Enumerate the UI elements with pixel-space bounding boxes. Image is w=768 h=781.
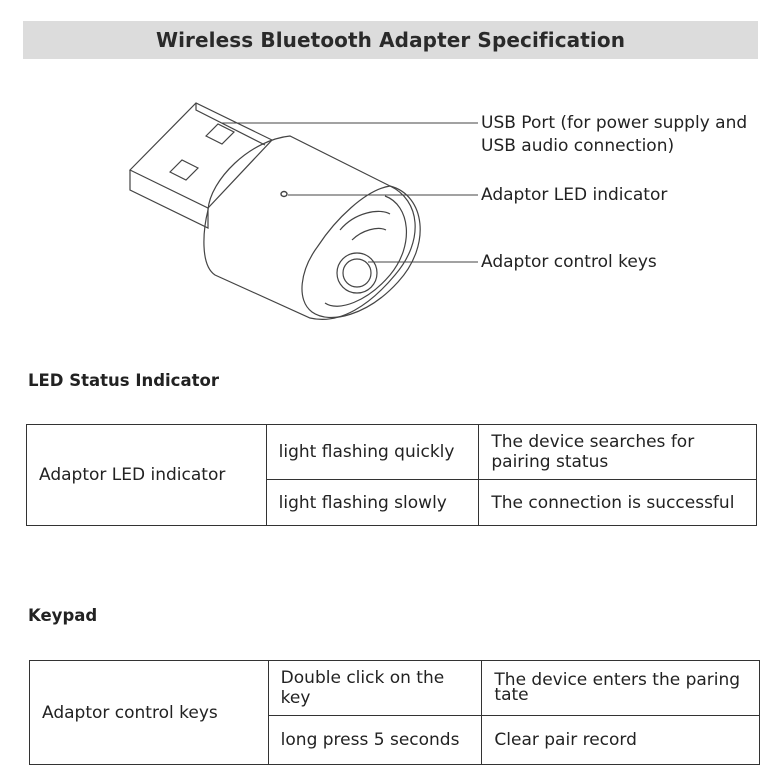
keypad-result-1-line1: The device enters the paring [494, 670, 741, 690]
keypad-action-1: Double click on the key [267, 660, 483, 716]
led-action-2: light flashing slowly [265, 479, 480, 526]
usb-plug-shell [128, 102, 273, 209]
title-bar: Wireless Bluetooth Adapter Specification [23, 21, 758, 59]
adapter-illustration [128, 102, 478, 320]
callout-usb-port: USB Port (for power supply and USB audio… [481, 112, 747, 158]
callout-keys: Adaptor control keys [481, 252, 657, 272]
callout-usb-port-line2: USB audio connection) [481, 136, 675, 156]
table-row: Adaptor control keys Double click on the… [29, 660, 760, 765]
keypad-table: Adaptor control keys Double click on the… [29, 660, 760, 765]
callout-usb-port-line1: USB Port (for power supply and [481, 113, 748, 133]
table-row: Adaptor LED indicator light flashing qui… [26, 424, 757, 526]
keypad-row-label: Adaptor control keys [29, 660, 269, 765]
led-result-2: The connection is successful [478, 479, 757, 526]
led-result-1-line2: pairing status [491, 452, 609, 472]
led-result-1-line1: The device searches for [491, 432, 695, 452]
keypad-result-1: The device enters the paring tate [481, 660, 760, 716]
control-key [336, 252, 378, 294]
keypad-section-heading: Keypad [28, 606, 98, 625]
keypad-action-2: long press 5 seconds [267, 715, 483, 765]
callout-led: Adaptor LED indicator [481, 185, 668, 205]
keypad-result-1-line2: tate [494, 685, 529, 705]
usb-contact-2 [168, 159, 200, 181]
adapter-end-cap [301, 185, 421, 319]
led-status-table: Adaptor LED indicator light flashing qui… [26, 424, 757, 526]
led-result-1: The device searches for pairing status [478, 424, 757, 480]
led-dot [280, 190, 288, 198]
led-action-1: light flashing quickly [265, 424, 480, 480]
keypad-result-2: Clear pair record [481, 715, 760, 765]
table-row: long press 5 seconds Clear pair record [30, 715, 760, 765]
table-row: light flashing slowly The connection is … [27, 479, 757, 526]
led-row-label: Adaptor LED indicator [26, 424, 267, 526]
usb-contact-1 [204, 123, 236, 145]
led-section-heading: LED Status Indicator [28, 371, 219, 390]
adapter-body [203, 135, 416, 320]
page-title: Wireless Bluetooth Adapter Specification [155, 28, 626, 52]
